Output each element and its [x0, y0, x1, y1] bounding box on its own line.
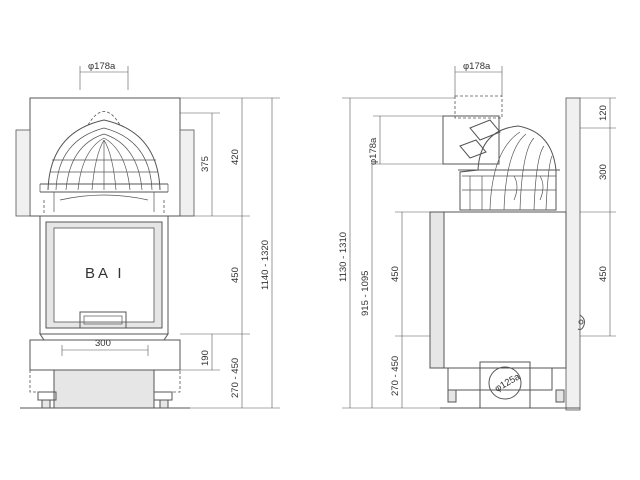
- front-right-bracket: [179, 129, 195, 217]
- door-brand-label: BA I: [85, 265, 125, 282]
- front-flue-label: φ178a: [88, 61, 116, 72]
- side-dim-450-left: 450: [390, 266, 401, 282]
- side-heat-exchanger-dome: [458, 125, 560, 211]
- front-door: BA I: [39, 215, 169, 341]
- front-dim-450: 450: [230, 267, 241, 283]
- side-flue-label-vertical: φ178a: [368, 137, 379, 165]
- front-base: [20, 339, 190, 409]
- side-flue-dimension: φ178a: [454, 61, 503, 96]
- front-dim-300-label: 300: [95, 338, 111, 349]
- side-body: [429, 211, 585, 409]
- front-left-bracket: [15, 129, 31, 217]
- front-heat-exchanger-dome: [39, 111, 169, 214]
- side-dim-450-right: 450: [598, 266, 609, 282]
- side-view: φ178a φ178a: [338, 61, 616, 411]
- front-dim-375: 375: [200, 156, 211, 172]
- front-dim-300: 300: [61, 338, 149, 356]
- side-dim-120: 120: [598, 105, 609, 121]
- side-air-inlet: φ125a: [479, 361, 531, 409]
- side-flue-label: φ178a: [463, 61, 491, 72]
- side-dim-915-1095: 915 - 1095: [360, 271, 371, 316]
- front-vertical-dimensions: 375 420 450 190 270 - 450 1140 - 1320: [180, 97, 280, 409]
- side-dim-1130-1310: 1130 - 1310: [338, 232, 349, 282]
- side-dim-300: 300: [598, 164, 609, 180]
- side-flue-pipe-top: [454, 95, 503, 119]
- front-view: φ178a: [15, 61, 280, 409]
- front-upper-frame: [29, 97, 181, 217]
- front-dim-1140-1320: 1140 - 1320: [260, 240, 271, 290]
- side-flue-outlet: φ178a: [368, 115, 501, 165]
- front-flue-dimension: φ178a: [79, 61, 129, 90]
- front-dim-420: 420: [230, 149, 241, 165]
- front-dim-270-450: 270 - 450: [230, 358, 241, 398]
- side-right-dimensions: 120 300 450: [580, 97, 616, 337]
- side-dim-270-450: 270 - 450: [390, 356, 401, 396]
- side-back-plate: [565, 97, 581, 411]
- front-dim-190: 190: [200, 350, 211, 366]
- side-left-dimensions: 1130 - 1310 915 - 1095 450 270 - 450: [338, 97, 455, 409]
